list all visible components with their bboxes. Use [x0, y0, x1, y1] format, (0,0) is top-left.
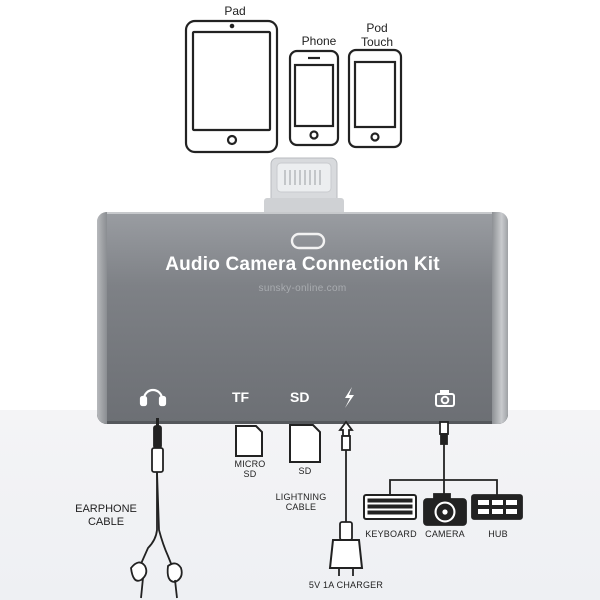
- camera-label: CAMERA: [425, 529, 465, 539]
- adapter-edge: [97, 212, 107, 424]
- lightning-cable-icon: [338, 420, 354, 541]
- lightning-connector: [264, 157, 344, 215]
- camera-port-icon: [435, 390, 455, 407]
- earphone-cable-label: EARPHONE CABLE: [75, 503, 137, 528]
- micro-sd-card-icon: [235, 425, 263, 457]
- sd-port-label: SD: [290, 389, 310, 405]
- keyboard-label: KEYBOARD: [365, 529, 417, 539]
- tf-port-label: TF: [232, 389, 250, 405]
- keyboard-icon: [363, 494, 417, 520]
- lightning-bolt-icon: [345, 387, 354, 408]
- sd-card-icon: [289, 424, 321, 463]
- camera-cable-icon: [389, 421, 498, 495]
- watermark-text: sunsky-online.com: [258, 283, 347, 294]
- hub-icon: [471, 494, 523, 520]
- phone-icon: [288, 49, 340, 147]
- pod-touch-icon: [347, 48, 403, 149]
- hub-label: HUB: [488, 529, 508, 539]
- pad-label: Pad: [224, 4, 246, 18]
- lightning-cable-label: LIGHTNING CABLE: [275, 492, 327, 513]
- tablet-icon: [184, 19, 279, 154]
- adapter-edge: [492, 212, 508, 424]
- kit-title: Audio Camera Connection Kit: [165, 254, 440, 275]
- pod-touch-label: Pod Touch: [360, 21, 394, 49]
- charger-icon: [328, 539, 364, 576]
- charger-label: 5V 1A CHARGER: [308, 580, 384, 590]
- camera-icon: [423, 493, 467, 526]
- micro-sd-label: MICRO SD: [234, 459, 266, 480]
- headphone-icon: [139, 388, 167, 407]
- phone-label: Phone: [301, 34, 337, 48]
- earphone-icon: [130, 418, 183, 599]
- sd-label: SD: [298, 466, 312, 476]
- port-slot-icon: [290, 232, 326, 250]
